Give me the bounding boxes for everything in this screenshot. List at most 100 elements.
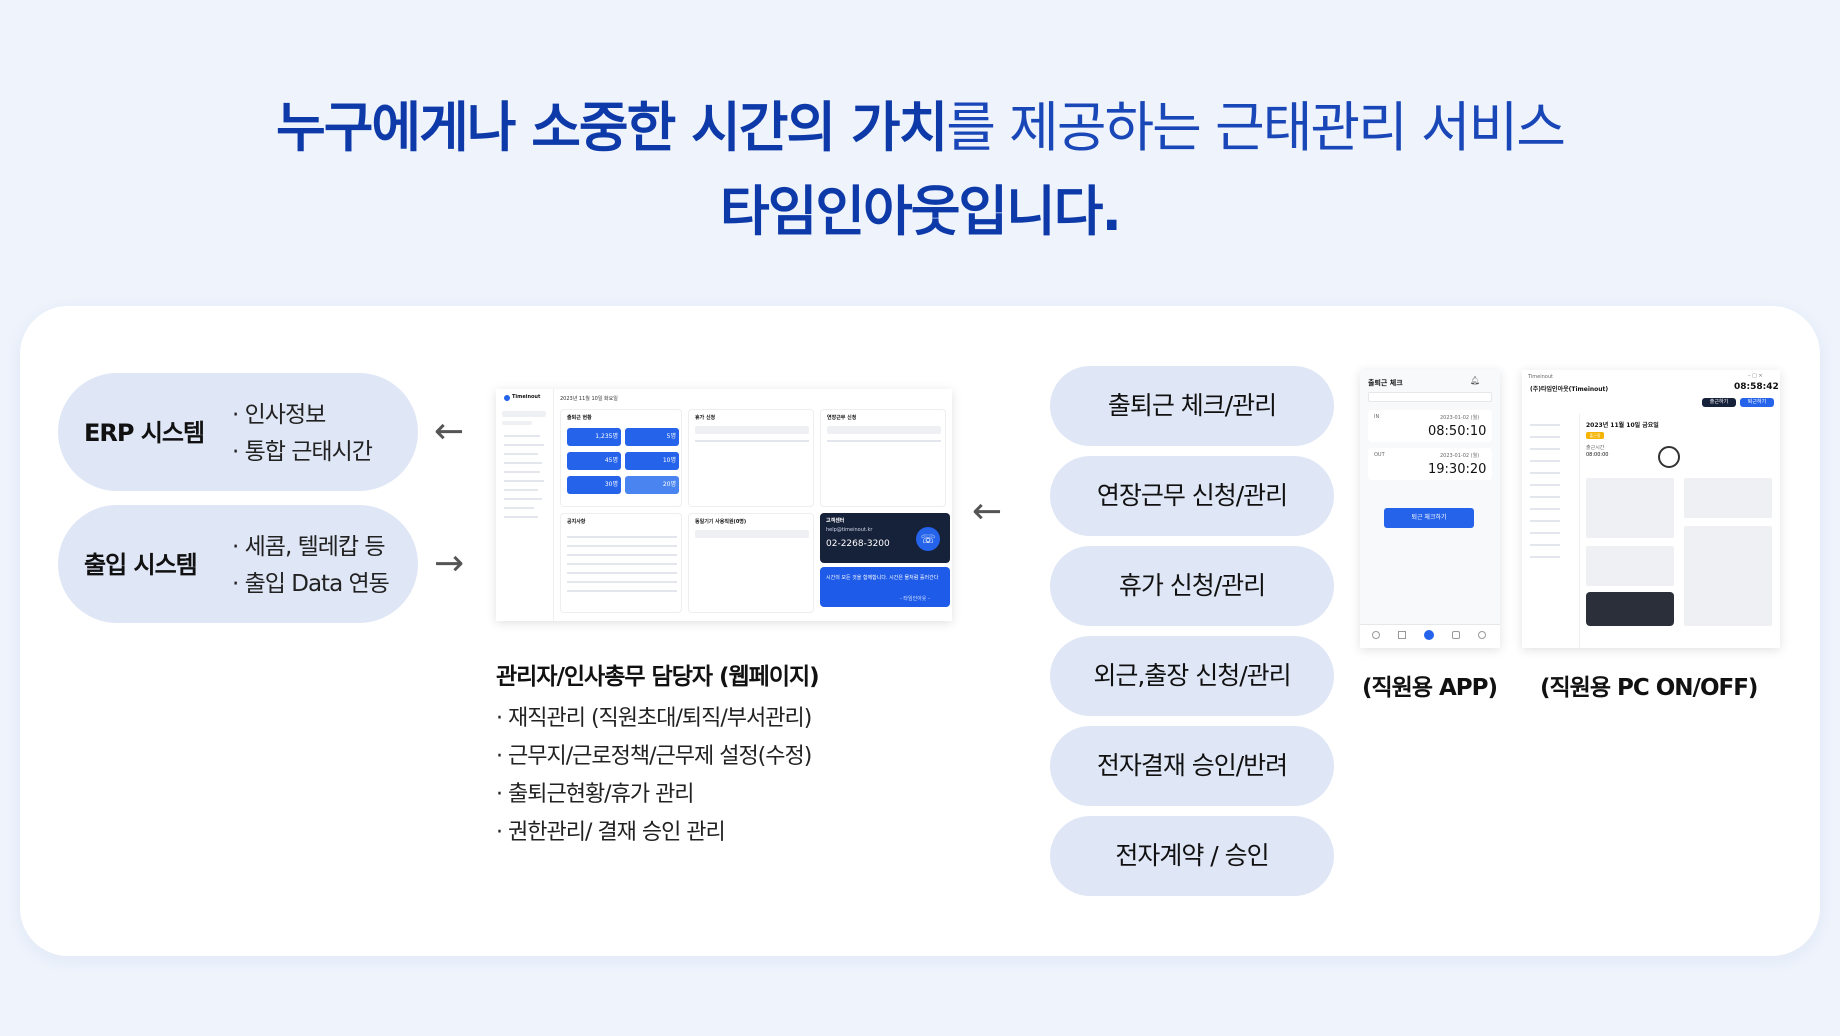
notice-row[interactable] [567, 572, 677, 574]
access-system-pill: 출입 시스템 · 세콤, 텔레캅 등 · 출입 Data 연동 [58, 505, 418, 623]
web-brand: Timeinout [512, 394, 541, 400]
same-device-card: 동일기기 사용직원(0명) [688, 513, 814, 613]
stat-box[interactable]: 30명 [567, 476, 621, 494]
web-sidebar: Timeinout [496, 389, 554, 621]
check-tab-icon[interactable] [1424, 630, 1434, 640]
card-row [695, 426, 809, 434]
admin-feature-item: · 근무지/근로정책/근무제 설정(수정) [496, 744, 812, 769]
admin-web-screenshot: Timeinout 2023년 11월 10일 화요일 출퇴근 현황 1,235… [496, 389, 952, 621]
app-location-field[interactable] [1368, 392, 1492, 402]
sidebar-item[interactable] [504, 471, 540, 473]
sidebar-item[interactable] [1530, 472, 1560, 474]
headline-normal: 를 제공하는 근태관리 서비스 [946, 96, 1566, 159]
support-card: 고객센터 help@timeinout.kr 02-2268-3200 ☏ [820, 513, 950, 563]
feature-leave-request: 휴가 신청/관리 [1050, 546, 1334, 626]
sidebar-item[interactable] [504, 507, 534, 509]
support-email: help@timeinout.kr [826, 527, 873, 533]
notice-row[interactable] [567, 545, 677, 547]
pc-tooltip-card [1586, 592, 1674, 626]
sidebar-item[interactable] [1530, 436, 1560, 438]
stat-box[interactable]: 45명 [567, 452, 621, 470]
admin-caption: 관리자/인사총무 담당자 (웹페이지) [496, 664, 820, 690]
access-item: · 출입 Data 연동 [232, 571, 390, 597]
app-tab-bar [1360, 624, 1500, 648]
sidebar-item[interactable] [1530, 496, 1560, 498]
attendance-card: 출퇴근 현황 1,235명 5명 45명 10명 30명 20명 [560, 409, 682, 507]
sidebar-item[interactable] [504, 453, 538, 455]
pc-overtime-block [1684, 478, 1772, 518]
sidebar-item[interactable] [504, 489, 538, 491]
feature-overtime-request: 연장근무 신청/관리 [1050, 456, 1334, 536]
pc-caption: (직원용 PC ON/OFF) [1540, 675, 1758, 701]
card-title: 공지사항 [567, 519, 586, 525]
out-label: OUT [1374, 452, 1385, 458]
sidebar-item[interactable] [1530, 460, 1560, 462]
pc-approval-block [1586, 546, 1674, 586]
employee-pc-screenshot: Timeinout – □ × (주)타임인아웃(Timeinout) 08:5… [1522, 370, 1780, 648]
sidebar-item[interactable] [504, 462, 542, 464]
notice-row[interactable] [567, 554, 677, 556]
card-row [695, 530, 809, 538]
checkout-button[interactable]: 퇴근 체크하기 [1384, 508, 1474, 528]
feature-attendance-check: 출퇴근 체크/관리 [1050, 366, 1334, 446]
calendar-tab-icon[interactable] [1398, 631, 1406, 639]
sidebar-item[interactable] [504, 498, 542, 500]
erp-item: · 통합 근태시간 [232, 439, 373, 465]
phone-icon[interactable]: ☏ [916, 527, 940, 551]
document-tab-icon[interactable] [1452, 631, 1460, 639]
stat-box[interactable]: 20명 [625, 476, 679, 494]
notice-row[interactable] [567, 536, 677, 538]
sidebar-item[interactable] [1530, 508, 1560, 510]
in-time: 08:50:10 [1428, 424, 1487, 439]
arrow-right-icon: → [434, 543, 465, 584]
sidebar-item[interactable] [504, 435, 540, 437]
access-system-name: 출입 시스템 [84, 551, 198, 579]
stat-box[interactable]: 5명 [625, 428, 679, 446]
app-in-card: IN 2023-01-02 (월) 08:50:10 [1368, 410, 1492, 442]
sidebar-item[interactable] [1530, 556, 1560, 558]
pc-out-button[interactable]: 퇴근하기 [1740, 398, 1774, 407]
feature-field-work-request: 외근,출장 신청/관리 [1050, 636, 1334, 716]
arrow-left-icon: ← [972, 491, 1003, 532]
stat-box[interactable]: 10명 [625, 452, 679, 470]
admin-feature-list: · 재직관리 (직원초대/퇴직/부서관리) · 근무지/근로정책/근무제 설정(… [496, 700, 812, 852]
status-badge: 출근중 [1586, 432, 1604, 439]
web-select[interactable] [502, 411, 546, 417]
sidebar-item[interactable] [1530, 484, 1560, 486]
admin-feature-item: · 권한관리/ 결재 승인 관리 [496, 820, 726, 845]
pc-sidebar [1522, 414, 1580, 648]
promo-card: 시간의 모든 것을 함께합니다. 시간은 물처럼 흘러간다 - 타임인아웃 - [820, 567, 950, 607]
card-title: 연장근무 신청 [827, 415, 857, 421]
pc-clock: 08:58:42 [1734, 382, 1779, 392]
arrow-left-icon: ← [434, 411, 465, 452]
stat-box[interactable]: 1,235명 [567, 428, 621, 446]
settings-tab-icon[interactable] [1478, 631, 1486, 639]
sidebar-item[interactable] [504, 444, 544, 446]
admin-feature-item: · 출퇴근현황/휴가 관리 [496, 782, 695, 807]
window-controls-icon[interactable]: – □ × [1748, 373, 1763, 379]
in-label: IN [1374, 414, 1380, 420]
bell-icon[interactable]: 🔔︎ [1470, 376, 1481, 385]
sidebar-item[interactable] [1530, 532, 1560, 534]
sidebar-item[interactable] [504, 516, 538, 518]
web-date: 2023년 11월 10일 화요일 [560, 396, 618, 402]
clock-tab-icon[interactable] [1372, 631, 1380, 639]
erp-system-pill: ERP 시스템 · 인사정보 · 통합 근태시간 [58, 373, 418, 491]
notice-row[interactable] [567, 590, 677, 592]
notice-row[interactable] [567, 563, 677, 565]
support-title: 고객센터 [826, 518, 845, 524]
pc-table-block [1684, 526, 1772, 626]
notice-row[interactable] [567, 581, 677, 583]
access-item: · 세콤, 텔레캅 등 [232, 534, 386, 560]
sidebar-item[interactable] [504, 480, 544, 482]
erp-system-items: · 인사정보 · 통합 근태시간 [232, 397, 373, 471]
sidebar-item[interactable] [1530, 448, 1560, 450]
start-label: 출근시간 [1586, 445, 1605, 451]
feature-e-approval: 전자결재 승인/반려 [1050, 726, 1334, 806]
pc-in-button[interactable]: 출근하기 [1702, 398, 1736, 407]
sidebar-item[interactable] [1530, 424, 1560, 426]
out-time: 19:30:20 [1428, 462, 1487, 477]
sidebar-item[interactable] [1530, 544, 1560, 546]
sidebar-item[interactable] [1530, 520, 1560, 522]
card-row [827, 426, 941, 434]
